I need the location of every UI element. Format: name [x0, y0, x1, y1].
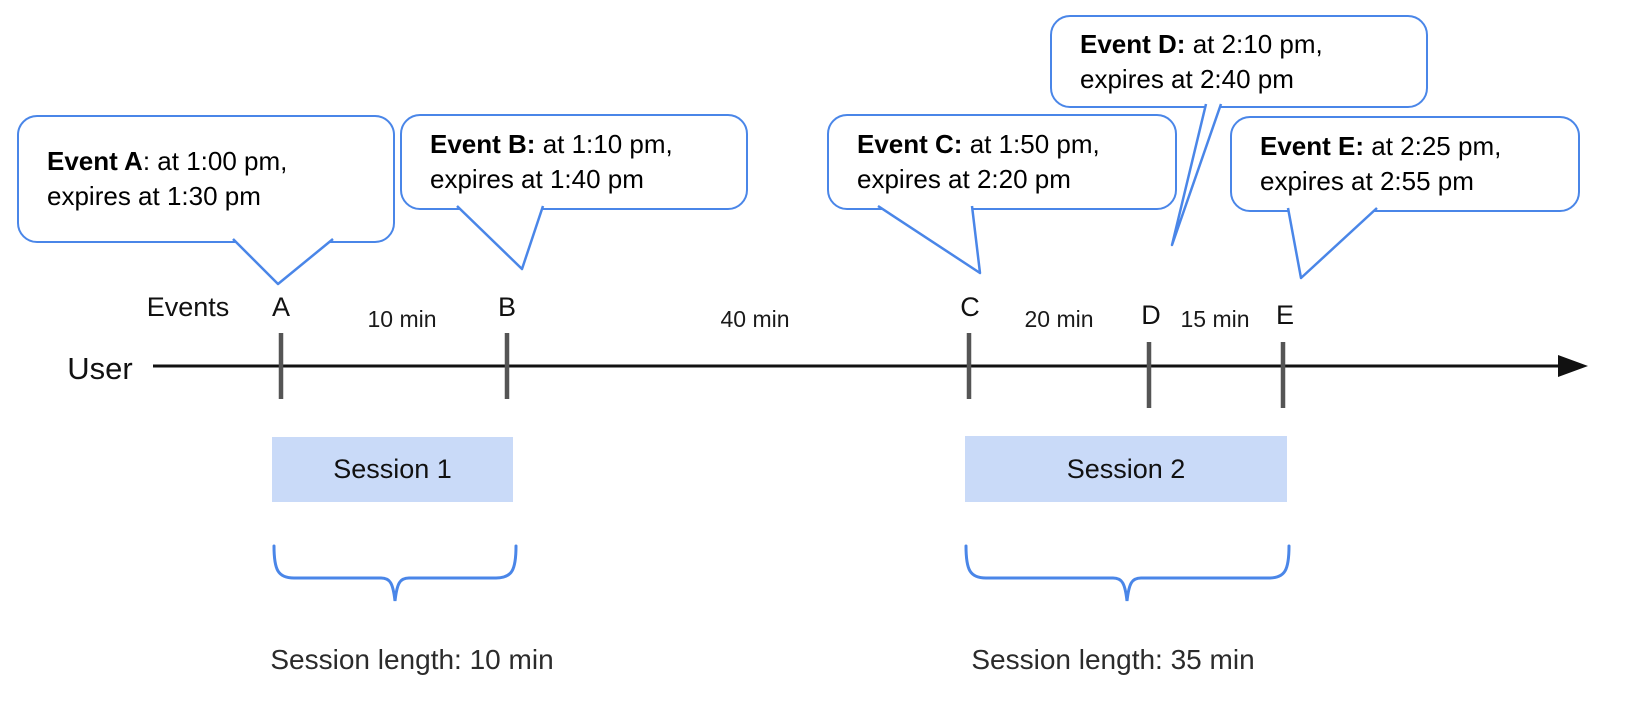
- session-1-brace: [272, 544, 518, 602]
- session-1-label: Session 1: [333, 454, 452, 484]
- interval-d-e: 15 min: [1180, 306, 1250, 332]
- event-a-line1: Event A: at 1:00 pm,: [47, 144, 377, 179]
- interval-c-d: 20 min: [1024, 306, 1094, 332]
- session-1-box: Session 1: [272, 437, 513, 502]
- user-axis-label: User: [67, 351, 133, 386]
- event-a-bubble-tail: [232, 238, 334, 286]
- event-b-title: Event B:: [430, 129, 536, 159]
- event-b-line2: expires at 1:40 pm: [430, 164, 644, 194]
- tick-label-e: E: [1275, 300, 1294, 330]
- tick-label-c: C: [960, 292, 980, 322]
- event-d-bubble: Event D: at 2:10 pm, expires at 2:40 pm: [1050, 15, 1428, 108]
- interval-a-b: 10 min: [367, 306, 437, 332]
- events-row-label: Events: [146, 292, 230, 322]
- event-e-time: at 2:25 pm,: [1364, 131, 1502, 161]
- event-d-bubble-tail: [1170, 103, 1223, 247]
- event-d-time: at 2:10 pm,: [1185, 28, 1323, 59]
- event-c-title: Event C:: [857, 129, 963, 159]
- tick-label-b: B: [497, 292, 516, 322]
- event-e-bubble: Event E: at 2:25 pm, expires at 2:55 pm: [1230, 116, 1580, 212]
- event-c-bubble-tail: [877, 204, 982, 275]
- event-c-bubble: Event C: at 1:50 pm, expires at 2:20 pm: [827, 114, 1177, 210]
- session-2-box: Session 2: [965, 436, 1287, 502]
- tick-label-a: A: [271, 292, 290, 322]
- event-e-title: Event E:: [1260, 131, 1365, 161]
- event-d-line1: Event D: at 2:10 pm,: [1080, 27, 1410, 62]
- event-b-time: at 1:10 pm,: [535, 129, 673, 159]
- event-a-title: Event A: [47, 146, 143, 176]
- event-b-line1: Event B: at 1:10 pm,: [430, 127, 730, 162]
- event-c-time: at 1:50 pm,: [962, 129, 1100, 159]
- event-c-line2: expires at 2:20 pm: [857, 164, 1071, 194]
- session-2-brace: [964, 544, 1291, 602]
- event-d-title: Event D:: [1080, 28, 1186, 59]
- event-e-line2: expires at 2:55 pm: [1260, 166, 1474, 196]
- event-c-line1: Event C: at 1:50 pm,: [857, 127, 1159, 162]
- session-1-length-label: Session length: 10 min: [270, 644, 554, 675]
- event-e-line1: Event E: at 2:25 pm,: [1260, 129, 1562, 164]
- event-a-line2: expires at 1:30 pm: [47, 181, 261, 211]
- event-d-line2: expires at 2:40 pm: [1080, 63, 1294, 94]
- event-b-bubble: Event B: at 1:10 pm, expires at 1:40 pm: [400, 114, 748, 210]
- tick-label-d: D: [1141, 300, 1161, 330]
- event-a-time: : at 1:00 pm,: [142, 146, 288, 176]
- session-2-label: Session 2: [1066, 453, 1186, 484]
- event-b-bubble-tail: [456, 205, 545, 271]
- session-2-length-label: Session length: 35 min: [971, 644, 1255, 675]
- interval-b-c: 40 min: [720, 306, 790, 332]
- event-a-bubble: Event A: at 1:00 pm, expires at 1:30 pm: [17, 115, 395, 243]
- timeline-arrowhead-icon: [1558, 355, 1588, 377]
- event-e-bubble-tail: [1286, 207, 1378, 280]
